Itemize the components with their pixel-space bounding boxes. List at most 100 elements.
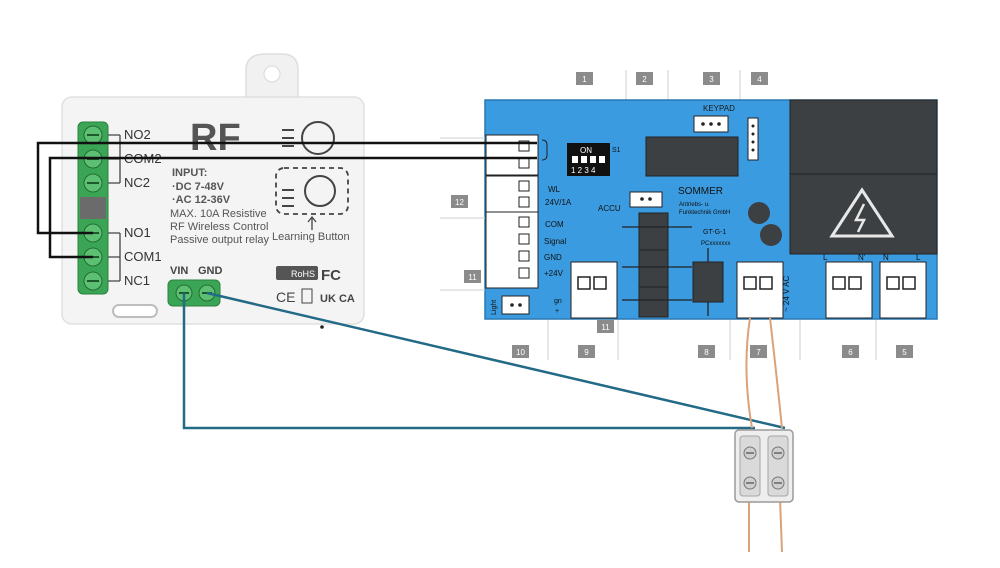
connector-bottom-9[interactable] bbox=[570, 261, 618, 319]
terminal-label-no1: NO1 bbox=[124, 225, 151, 240]
accu-connector[interactable] bbox=[629, 191, 663, 208]
wire-copper-4 bbox=[779, 497, 783, 553]
spec-rf-control: RF Wireless Control bbox=[170, 221, 268, 233]
rf-terminal-screws bbox=[80, 125, 106, 291]
tab-3: 3 bbox=[709, 75, 714, 84]
relay-bottom bbox=[789, 173, 938, 255]
connector-wl[interactable] bbox=[485, 175, 539, 213]
ln2-n: N bbox=[883, 253, 889, 262]
board-left-connectors bbox=[485, 134, 548, 289]
model-label: GT-G-1 bbox=[703, 229, 726, 236]
brand-label: SOMMER bbox=[678, 186, 723, 197]
wire-black-com bbox=[48, 156, 537, 259]
accu-label: ACCU bbox=[598, 204, 621, 213]
fc-mark: FC bbox=[321, 267, 341, 284]
tab-8: 8 bbox=[704, 348, 709, 357]
side-header-connector[interactable] bbox=[747, 117, 759, 161]
learning-button-outline bbox=[275, 167, 349, 215]
tab-7: 7 bbox=[756, 348, 761, 357]
capacitor-1 bbox=[748, 202, 770, 224]
connector-ln-5[interactable] bbox=[879, 261, 927, 319]
spec-dc: ·DC 7-48V bbox=[172, 181, 225, 193]
board-top-tabs: 1 2 3 4 bbox=[576, 70, 768, 100]
weee-bin-icon bbox=[301, 288, 313, 304]
spec-max: MAX. 10A Resistive bbox=[170, 208, 267, 220]
terminal-label-strip bbox=[80, 197, 106, 219]
dip-on-label: ON bbox=[580, 146, 592, 155]
ukca-mark: UK CA bbox=[320, 293, 355, 305]
wire-teal-gnd bbox=[206, 291, 786, 430]
light-label: Light bbox=[491, 300, 498, 315]
terminal-label-nc2: NC2 bbox=[124, 175, 150, 190]
tab-9: 9 bbox=[584, 348, 589, 357]
spec-ac: ·AC 12-36V bbox=[172, 194, 231, 206]
rf-specs: INPUT: ·DC 7-48V ·AC 12-36V MAX. 10A Res… bbox=[170, 167, 270, 246]
vin-label: VIN bbox=[170, 265, 188, 277]
cert-marks: RoHS FC CE UK CA bbox=[276, 266, 355, 305]
tab-11-left: 11 bbox=[468, 273, 477, 282]
tab-6: 6 bbox=[848, 348, 853, 357]
connector-top-left[interactable] bbox=[485, 134, 539, 176]
ln1-l: L bbox=[823, 253, 828, 262]
connector-signal[interactable] bbox=[485, 211, 539, 289]
stray-dot bbox=[320, 325, 324, 329]
rf-module: NO2 COM2 NC2 NO1 COM1 NC1 RF INPUT: ·DC … bbox=[61, 53, 365, 325]
wire-black-no bbox=[36, 141, 537, 235]
plus-label: + bbox=[555, 308, 559, 315]
tab-11-mid: 11 bbox=[601, 323, 610, 332]
learning-button[interactable] bbox=[275, 167, 349, 215]
antenna-icon bbox=[282, 121, 335, 207]
s1-label: S1 bbox=[612, 147, 621, 154]
wire-teal-vin bbox=[182, 293, 755, 430]
brand-sub1: Antriebs- u. bbox=[679, 202, 710, 208]
tab-5: 5 bbox=[902, 348, 907, 357]
connector-24vac[interactable] bbox=[736, 261, 784, 319]
gnd-pin-label: GND bbox=[544, 253, 562, 262]
spec-passive-relay: Passive output relay bbox=[170, 234, 270, 246]
relay-top bbox=[789, 99, 938, 175]
gn-label: gn bbox=[554, 298, 562, 305]
usb-c-port bbox=[112, 304, 158, 318]
wl-label: WL bbox=[548, 185, 561, 194]
signal-label: Signal bbox=[544, 237, 566, 246]
ln1-n: N' bbox=[858, 253, 866, 262]
rf-title: RF bbox=[190, 117, 241, 159]
wires bbox=[36, 141, 786, 553]
rf-mount-hole bbox=[263, 65, 281, 83]
ce-mark: CE bbox=[276, 289, 295, 305]
wire-copper-2 bbox=[769, 317, 783, 429]
rohs-text: RoHS bbox=[291, 269, 315, 279]
terminal-labels: NO2 COM2 NC2 NO1 COM1 NC1 bbox=[124, 127, 162, 288]
tab-1: 1 bbox=[582, 75, 587, 84]
capacitor-2 bbox=[760, 224, 782, 246]
high-voltage-warning-icon bbox=[829, 187, 895, 238]
dip-numbers: 1 2 3 4 bbox=[571, 166, 596, 175]
learning-button-label: Learning Button bbox=[272, 231, 350, 243]
tab-2: 2 bbox=[642, 75, 647, 84]
tab-12: 12 bbox=[455, 198, 464, 207]
board-chip bbox=[645, 136, 739, 177]
keypad-label: KEYPAD bbox=[703, 104, 735, 113]
wire-copper-1 bbox=[745, 317, 753, 429]
board-components bbox=[622, 212, 724, 318]
light-connector[interactable] bbox=[501, 295, 530, 315]
tab-10: 10 bbox=[516, 348, 525, 357]
terminal-label-com1: COM1 bbox=[124, 249, 162, 264]
learning-button-icon bbox=[304, 175, 336, 207]
control-board: 1 2 3 4 KEYPAD ON 1 2 3 4 S1 bbox=[440, 70, 938, 360]
tab-4: 4 bbox=[757, 75, 762, 84]
spec-input: INPUT: bbox=[172, 167, 207, 179]
plus24-label: +24V bbox=[544, 269, 564, 278]
rohs-badge bbox=[276, 266, 318, 280]
brand-sub2: Funktechnik GmbH bbox=[679, 210, 730, 216]
terminal-label-no2: NO2 bbox=[124, 127, 151, 142]
board-left-labels: WL 24V/1A COM Signal GND +24V bbox=[544, 185, 572, 278]
board-number-tabs: 12 11 11 10 9 8 7 6 5 bbox=[440, 137, 913, 360]
vac-label: ~ 24 V AC bbox=[782, 276, 791, 312]
connector-ln-6[interactable] bbox=[825, 261, 873, 319]
ln2-l: L bbox=[916, 253, 921, 262]
terminal-label-nc1: NC1 bbox=[124, 273, 150, 288]
gnd-label: GND bbox=[198, 265, 223, 277]
